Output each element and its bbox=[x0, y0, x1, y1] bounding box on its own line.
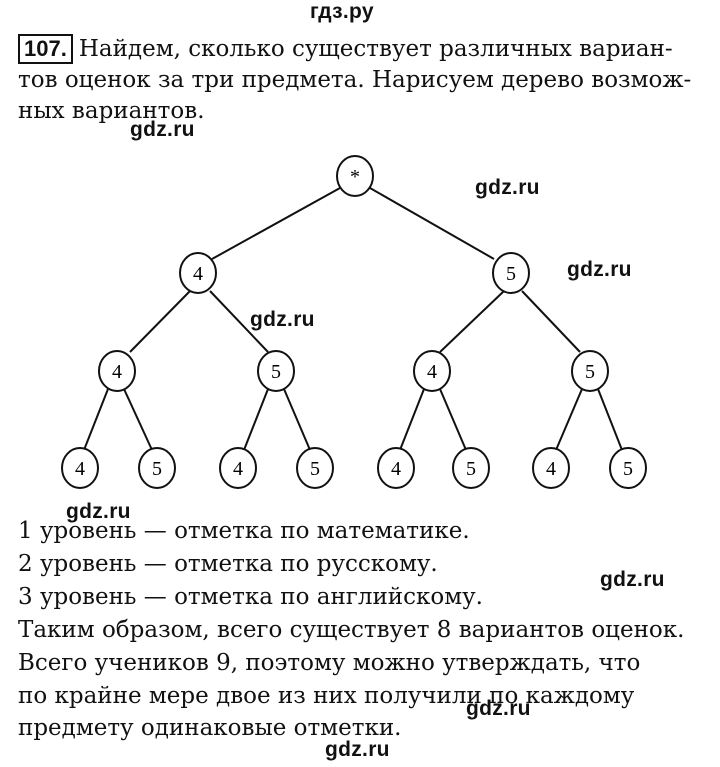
svg-text:4: 4 bbox=[546, 458, 556, 480]
conclusion-line: предмету одинаковые отметки. bbox=[18, 715, 402, 741]
problem-intro-line1: 107.Найдем, сколько существует различных… bbox=[18, 34, 673, 64]
level-description: 3 уровень — отметка по английскому. bbox=[18, 584, 483, 610]
svg-text:4: 4 bbox=[75, 458, 85, 480]
watermark: gdz.ru bbox=[325, 738, 390, 761]
watermark: gdz.ru bbox=[466, 697, 531, 720]
watermark: gdz.ru bbox=[567, 258, 632, 281]
conclusion-line: Всего учеников 9, поэтому можно утвержда… bbox=[18, 650, 641, 676]
watermark: gdz.ru bbox=[600, 568, 665, 591]
level-description: 1 уровень — отметка по математике. bbox=[18, 518, 470, 544]
tree-node-l2: 4 bbox=[413, 350, 451, 392]
svg-text:5: 5 bbox=[506, 263, 516, 285]
tree-edges bbox=[83, 187, 623, 451]
tree-node-l2: 5 bbox=[257, 350, 295, 392]
svg-text:4: 4 bbox=[391, 458, 401, 480]
tree-node-l3: 4 bbox=[532, 447, 570, 489]
tree-node-l1: 5 bbox=[492, 252, 530, 294]
tree-node-l3: 5 bbox=[609, 447, 647, 489]
tree-node-l3: 5 bbox=[138, 447, 176, 489]
svg-text:4: 4 bbox=[233, 458, 243, 480]
watermark: gdz.ru bbox=[250, 308, 315, 331]
problem-number: 107. bbox=[18, 34, 73, 64]
svg-text:4: 4 bbox=[112, 361, 122, 383]
tree-node-l3: 4 bbox=[219, 447, 257, 489]
tree-node-l2: 4 bbox=[98, 350, 136, 392]
tree-node-l3: 4 bbox=[377, 447, 415, 489]
svg-text:*: * bbox=[350, 166, 360, 188]
watermark: gdz.ru bbox=[475, 176, 540, 199]
svg-text:5: 5 bbox=[623, 458, 633, 480]
problem-intro-line3: ных вариантов. bbox=[18, 98, 205, 124]
tree-node-l1: 4 bbox=[179, 252, 217, 294]
watermark: gdz.ru bbox=[130, 118, 195, 141]
level-description: 2 уровень — отметка по русскому. bbox=[18, 551, 438, 577]
tree-node-l3: 5 bbox=[452, 447, 490, 489]
svg-text:4: 4 bbox=[193, 263, 203, 285]
problem-intro-line2: тов оценок за три предмета. Нарисуем дер… bbox=[18, 67, 692, 93]
tree-node-root: * bbox=[336, 155, 374, 197]
svg-text:4: 4 bbox=[427, 361, 437, 383]
svg-text:5: 5 bbox=[466, 458, 476, 480]
watermark: gdz.ru bbox=[66, 500, 131, 523]
svg-text:5: 5 bbox=[152, 458, 162, 480]
tree-node-l3: 5 bbox=[296, 447, 334, 489]
svg-text:5: 5 bbox=[271, 361, 281, 383]
svg-text:5: 5 bbox=[310, 458, 320, 480]
tree-node-l3: 4 bbox=[61, 447, 99, 489]
tree-node-l2: 5 bbox=[571, 350, 609, 392]
intro-text-1: Найдем, сколько существует различных вар… bbox=[78, 36, 673, 62]
svg-text:5: 5 bbox=[585, 361, 595, 383]
watermark-top: гдз.ру bbox=[310, 0, 374, 23]
conclusion-line: по крайне мере двое из них получили по к… bbox=[18, 683, 635, 709]
conclusion-line: Таким образом, всего существует 8 вариан… bbox=[18, 617, 685, 643]
